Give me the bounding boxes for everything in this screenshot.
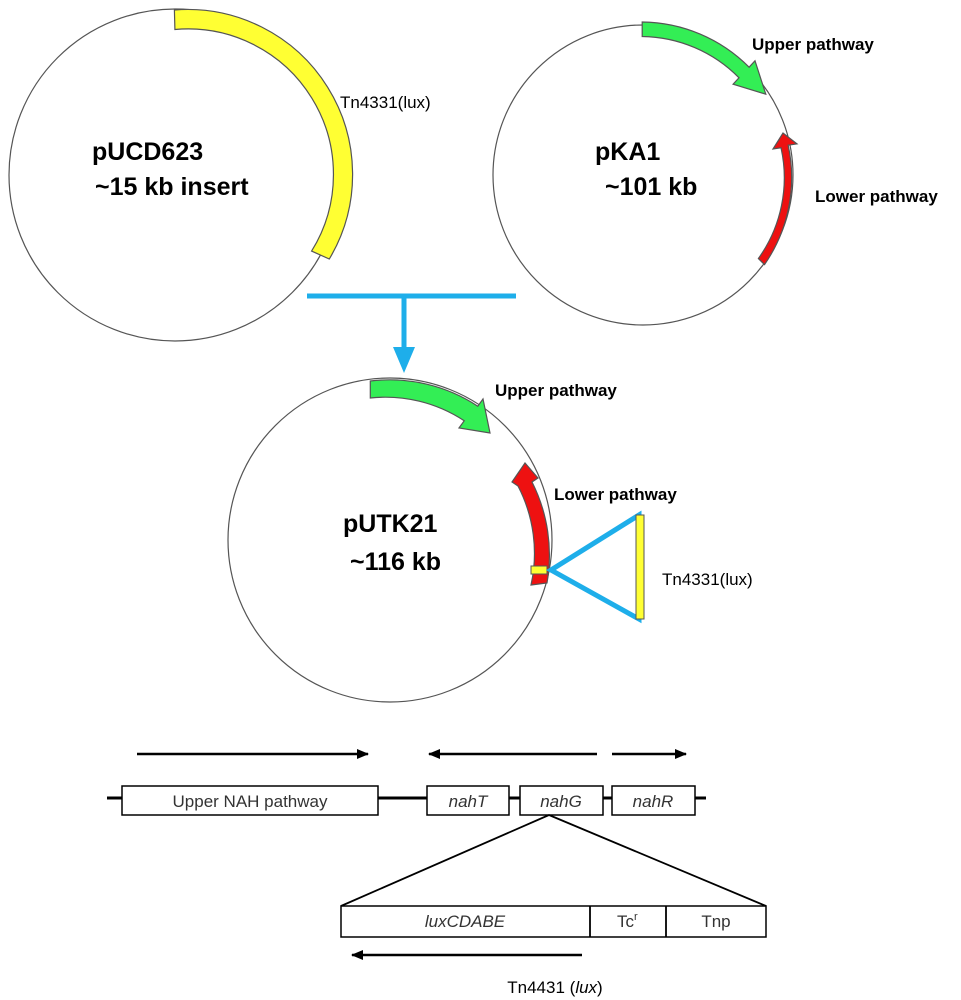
- pucd623-size: ~15 kb insert: [95, 173, 249, 201]
- inserted-transposon-bar: [635, 514, 645, 620]
- putk21-name: pUTK21: [343, 510, 438, 538]
- putk21-size: ~116 kb: [350, 548, 441, 576]
- nahG-label: nahG: [540, 792, 582, 811]
- nahT-box: [426, 785, 510, 816]
- pka1-upper-label: Upper pathway: [752, 35, 874, 54]
- pucd623-name: pUCD623: [92, 138, 203, 166]
- nahT-label: nahT: [449, 792, 489, 811]
- plasmid-pucd623: pUCD623 ~15 kb insert Tn4331(lux): [8, 8, 431, 342]
- expansion-line-right: [548, 814, 767, 907]
- caption-prefix: Tn4431 (: [507, 978, 575, 997]
- pka1-lower-pathway-arrow: [757, 132, 799, 266]
- pka1-lower-label: Lower pathway: [815, 187, 938, 206]
- tc-label-superscript: r: [634, 911, 638, 923]
- pka1-upper-pathway-arrow: [641, 21, 767, 96]
- putk21-lower-pathway-arrow: [511, 462, 550, 586]
- pucd623-insert-label: Tn4331(lux): [340, 93, 431, 112]
- tc-box-label: Tcr: [617, 911, 638, 931]
- nahR-label: nahR: [633, 792, 674, 811]
- insertion-triangle: [546, 510, 642, 624]
- nahR-box: [611, 785, 696, 816]
- inserted-transposon-label: Tn4331(lux): [662, 570, 753, 589]
- putk21-upper-pathway-arrow: [369, 379, 491, 434]
- tnp-box-label: Tnp: [701, 912, 730, 931]
- transposon-box: [340, 905, 767, 938]
- putk21-lower-label: Lower pathway: [554, 485, 677, 504]
- expansion-line-left: [340, 814, 550, 907]
- upper-nah-box: [121, 785, 379, 816]
- putk21-backbone: [227, 377, 553, 703]
- lux-box-label: luxCDABE: [425, 912, 506, 931]
- nahG-box: [519, 785, 604, 816]
- plasmid-pka1: pKA1 ~101 kb Upper pathway Lower pathway: [492, 21, 938, 326]
- plasmid-putk21: pUTK21 ~116 kb Upper pathway Lower pathw…: [227, 377, 677, 703]
- upper-nah-label: Upper NAH pathway: [173, 792, 328, 811]
- insertion-callout: Tn4331(lux): [546, 510, 753, 624]
- putk21-insertion-site: [530, 565, 548, 575]
- tc-label-text: Tc: [617, 912, 635, 931]
- pka1-name: pKA1: [595, 138, 660, 166]
- nah-operon-map: Upper NAH pathway nahT nahG nahR: [107, 749, 767, 907]
- pucd623-insert-segment: [173, 8, 354, 260]
- merge-connector: [307, 293, 516, 373]
- transposon-map: luxCDABE Tcr Tnp Tn4431 (lux): [340, 905, 767, 997]
- pka1-size: ~101 kb: [605, 173, 697, 201]
- caption-suffix: ): [597, 978, 603, 997]
- transposon-caption: Tn4431 (lux): [507, 978, 602, 997]
- putk21-upper-label: Upper pathway: [495, 381, 617, 400]
- caption-italic: lux: [575, 978, 597, 997]
